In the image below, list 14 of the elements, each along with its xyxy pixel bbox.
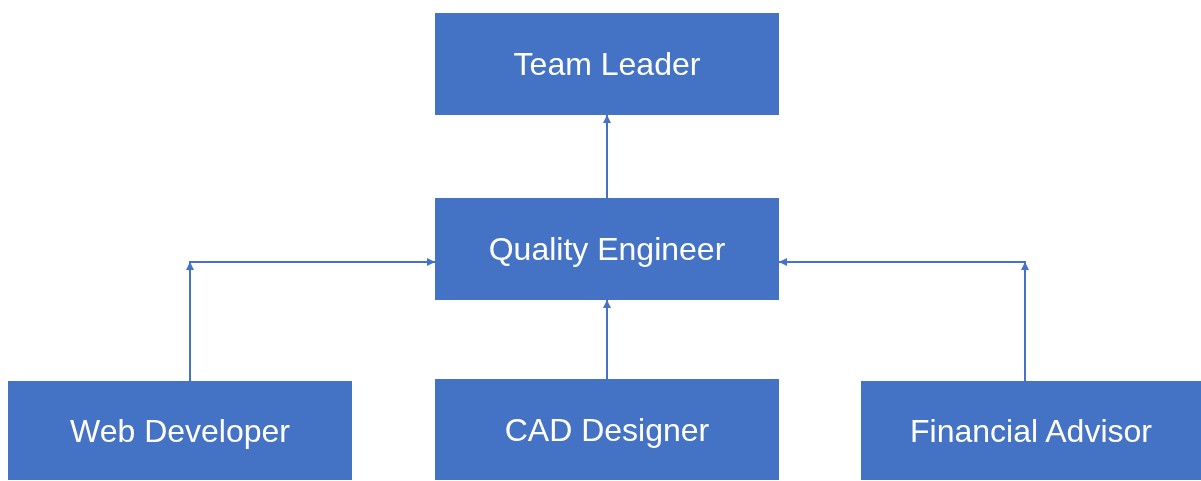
role-box	[435, 379, 779, 480]
arrow	[186, 258, 436, 382]
role-title: Quality Engineer	[488, 230, 726, 269]
role-box	[861, 381, 1201, 480]
role-title: Web Developer	[70, 411, 290, 451]
role-title: Financial Advisor	[910, 411, 1152, 451]
role-title: Team Leader	[513, 45, 701, 84]
arrow	[778, 258, 1029, 382]
arrow	[603, 299, 611, 380]
arrow	[603, 114, 611, 199]
role-title: CAD Designer	[504, 410, 710, 450]
role-box	[435, 13, 779, 115]
role-box	[8, 381, 352, 480]
role-box	[435, 198, 779, 300]
